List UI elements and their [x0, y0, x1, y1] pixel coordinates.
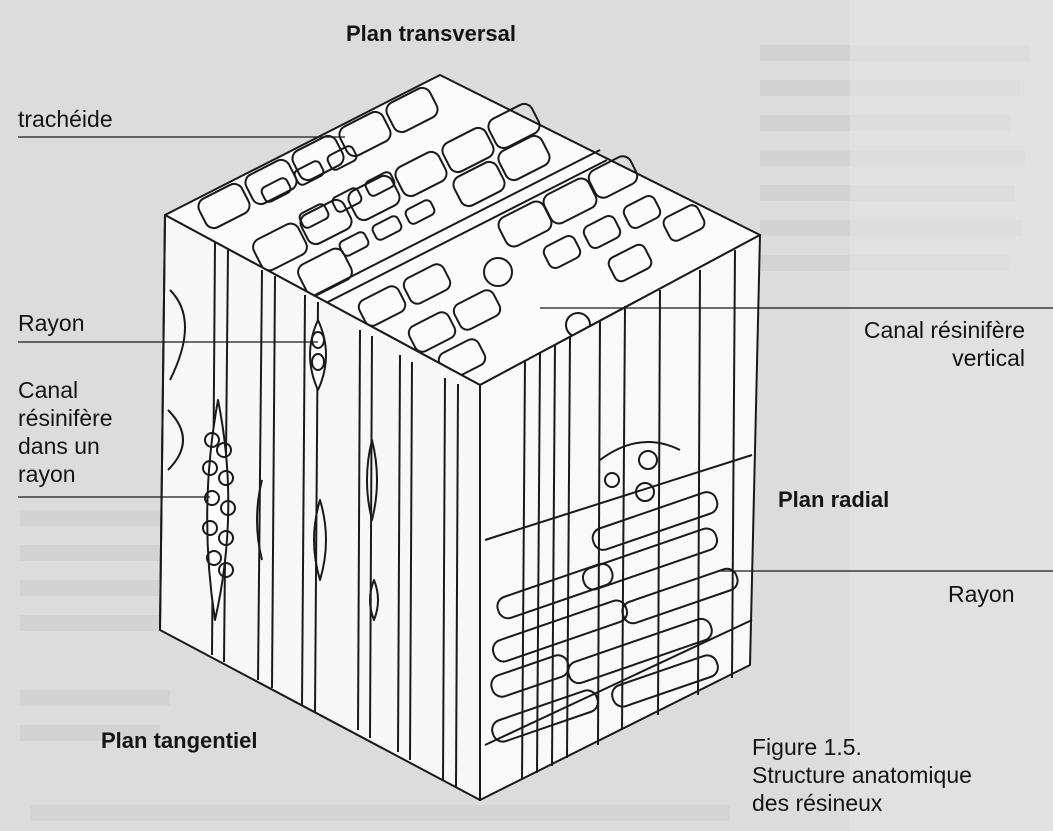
caption-figure-number: Figure 1.5.: [752, 734, 862, 760]
figure-caption: Figure 1.5. Structure anatomique des rés…: [752, 733, 972, 817]
radial-face: [479, 234, 761, 801]
label-canal-vertical: Canal résinifère vertical: [864, 316, 1025, 372]
label-canal-vertical-line-1: Canal résinifère: [863, 317, 1025, 343]
caption-line-2: des résineux: [752, 790, 883, 816]
label-rayon-left: Rayon: [18, 310, 85, 336]
label-canal-vertical-line-2: vertical: [952, 345, 1025, 371]
label-canal-rayon-line-2: résinifère: [18, 405, 113, 431]
label-rayon-right: Rayon: [948, 581, 1015, 607]
tangential-face: [159, 214, 481, 801]
label-canal-rayon-line-1: Canal: [18, 377, 79, 403]
label-canal-rayon-line-3: dans un: [18, 433, 100, 459]
leader-lines: [18, 136, 1053, 572]
label-tracheide: trachéide: [18, 106, 113, 132]
label-plan-radial: Plan radial: [778, 487, 890, 512]
label-plan-tangentiel: Plan tangentiel: [101, 728, 258, 753]
label-plan-transversal: Plan transversal: [346, 21, 516, 46]
label-canal-rayon-line-4: rayon: [18, 461, 76, 487]
caption-line-1: Structure anatomique: [752, 762, 972, 788]
label-canal-rayon: Canal résinifère dans un rayon: [18, 376, 113, 488]
